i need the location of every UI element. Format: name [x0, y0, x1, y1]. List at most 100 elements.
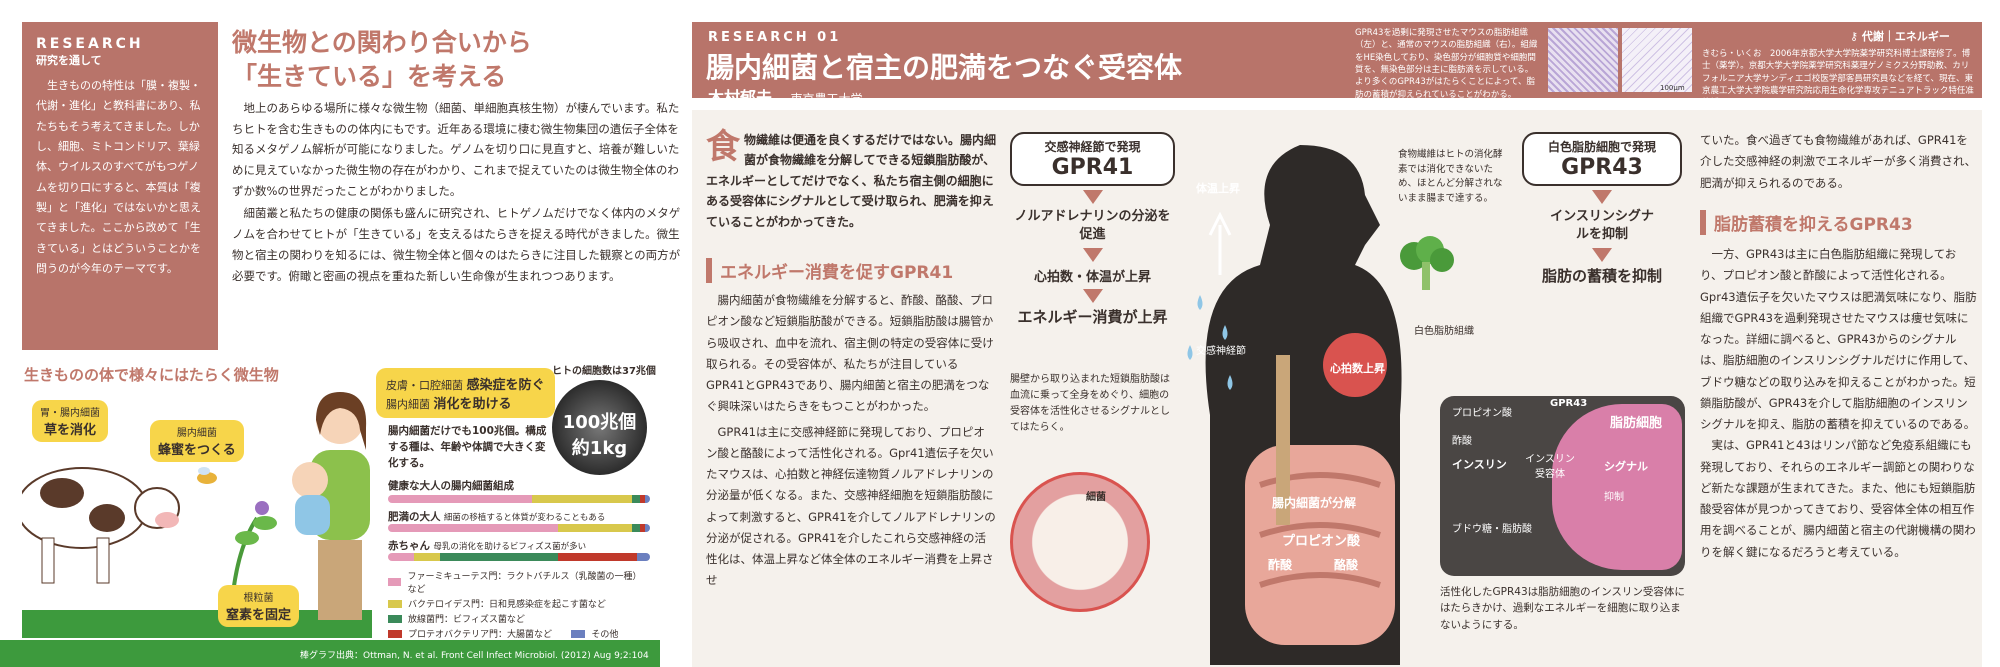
label-acetic: 酢酸: [1268, 558, 1293, 572]
arrow-down-icon: [1082, 190, 1103, 204]
legend-swatch: [388, 578, 402, 586]
label-prop: プロピオン酸: [1282, 534, 1361, 549]
bar-segment: [440, 553, 559, 561]
research-subtag: 研究を通して: [36, 54, 102, 67]
cow-shape: [16, 467, 148, 549]
label-decomp: 腸内細菌が分解: [1272, 496, 1357, 510]
bar-segment: [532, 495, 632, 503]
bubble-nitrogen: 根粒菌窒素を固定: [218, 585, 300, 627]
intestine-zoom: [1010, 472, 1150, 612]
section-heading-gpr41: エネルギー消費を促すGPR41: [706, 258, 953, 283]
dropcap: 食: [706, 127, 740, 167]
cell-fat-label: 脂肪細胞: [1610, 416, 1663, 431]
bar-segment: [414, 553, 441, 561]
heat-arrow-icon: [1208, 211, 1232, 275]
gpr43-box: 白色脂肪細胞で発現 GPR43: [1522, 132, 1682, 186]
author-affil: 東京農工大学: [790, 92, 863, 106]
blood-note: 腸壁から取り込まれた短鎖脂肪酸は血流に乗って全身をめぐり、細胞の受容体を活性化さ…: [1010, 374, 1170, 433]
arrow-down-icon: [1082, 248, 1103, 263]
col1-body: 腸内細菌が食物繊維を分解すると、酢酸、酪酸、プロピオン酸など短鎖脂肪酸ができる。…: [706, 293, 996, 588]
composition-chart: 健康な大人の腸内細菌組成 肥満の大人 細菌の移植すると体質が変わることもある 赤…: [388, 478, 650, 642]
research-tag: RESEARCH: [36, 36, 144, 52]
bacteria-count-badge: 100兆個 約1kg: [552, 380, 647, 475]
spine: [1276, 355, 1290, 525]
article-tag: RESEARCH 01: [708, 30, 842, 45]
bar-segment: [644, 495, 650, 503]
bubble-skin: 皮膚・口腔細菌 感染症を防ぐ 腸内細菌 消化を助ける: [376, 368, 555, 418]
key-icon: ⚷: [1850, 30, 1859, 43]
count-note: 腸内細菌だけでも100兆個。構成する種は、年齢や体調で大きく変化する。: [388, 425, 547, 469]
legend-swatch: [388, 629, 402, 638]
baby-title: 赤ちゃん: [388, 540, 430, 552]
gpr41-step3: エネルギー消費が上昇: [1017, 308, 1168, 327]
cell-inhibit: 抑制: [1604, 492, 1624, 503]
gpr41-step2: 心拍数・体温が上昇: [1033, 270, 1151, 286]
bar-obese: [388, 524, 650, 532]
bar-segment: [631, 495, 640, 503]
label-heart: 心拍数上昇: [1330, 362, 1385, 375]
bee-icon: [197, 467, 217, 484]
cell-receptor: インスリン受容体: [1525, 454, 1575, 480]
photo-caption: GPR43を過剰に発現させたマウスの脂肪組織（左）と、通常のマウスの脂肪組織（右…: [1355, 28, 1538, 100]
bar-segment: [558, 524, 632, 532]
bar-segment: [639, 524, 645, 532]
fat-cell: [1552, 404, 1682, 570]
microscope-photo-left: [1548, 28, 1618, 92]
section-heading-gpr43: 脂肪蓄積を抑えるGPR43: [1700, 210, 1913, 235]
label-butyric: 酪酸: [1334, 558, 1359, 572]
broccoli-icon: [1400, 236, 1454, 290]
lead: 食 物繊維は便通を良くするだけではない。腸内細菌が食物繊維を分解してできる短鎖脂…: [706, 127, 997, 229]
healthy-title: 健康な大人の腸内細菌組成: [388, 480, 514, 492]
page-title: 微生物との関わり合いから 「生きている」を考える: [232, 28, 532, 91]
label-bacteria: 細菌: [1086, 492, 1106, 503]
cell-glucose: ブドウ糖・脂肪酸: [1452, 524, 1532, 535]
bar-healthy: [388, 495, 650, 503]
bar-baby: [388, 553, 650, 561]
water-drops-icon: [1187, 295, 1233, 390]
microscope-photo-right: [1622, 28, 1692, 92]
article-title: 腸内細菌と宿主の肥満をつなぐ受容体: [706, 51, 1183, 84]
author-bio: きむら・いくお 2006年京都大学大学院薬学研究科博士課程修了。博士（薬学）。京…: [1702, 49, 1974, 109]
gpr43-flow: 白色脂肪細胞で発現 GPR43 インスリンシグナルを抑制 脂肪の蓄積を抑制: [1522, 132, 1682, 287]
label-fat: 白色脂肪組織: [1414, 326, 1474, 337]
article-header: [692, 22, 1982, 98]
bar-segment: [388, 495, 533, 503]
cell-caption: 活性化したGPR43は脂肪細胞のインスリン受容体にはたらきかけ、過剰なエネルギー…: [1440, 586, 1685, 631]
col3-body: 一方、GPR43は主に白色脂肪組織に発現しており、プロピオン酸と酢酸によって活性…: [1700, 247, 1977, 559]
bar-segment: [639, 495, 645, 503]
mother-baby-illustration: [292, 392, 370, 620]
research-sidebar: RESEARCH 研究を通して 生きものの特性は「膜・複製・代謝・進化」と教科書…: [22, 22, 218, 350]
baby-note: 母乳の消化を助けるビフィズス菌が多い: [433, 542, 587, 552]
legend-swatch: [571, 629, 586, 638]
author-line: 木村郁夫 東京農工大学: [708, 84, 862, 108]
bar-segment: [636, 553, 650, 561]
cell-acetic: 酢酸: [1452, 436, 1472, 447]
source-note: 棒グラフ出典：Ottman, N. et al. Front Cell Infe…: [300, 651, 649, 661]
bar-segment: [388, 524, 559, 532]
heart-icon: [1323, 333, 1387, 397]
arrow-down-icon: [1082, 289, 1103, 304]
author-name: 木村郁夫: [708, 88, 773, 107]
bar-segment: [388, 553, 415, 561]
body-paragraph: 細菌叢と私たちの健康の関係も盛んに研究され、ヒトゲノムだけでなく体内のメタゲノム…: [232, 206, 681, 283]
bubble-honey: 腸内細菌蜂蜜をつくる: [150, 420, 244, 462]
cell-signal: シグナル: [1604, 460, 1648, 473]
arrow-down-icon: [1592, 190, 1612, 204]
gpr41-step1: ノルアドレナリンの分泌を促進: [1014, 209, 1171, 243]
body-diagram: [1187, 145, 1402, 665]
cell-count-note: ヒトの細胞数は37兆個: [552, 366, 656, 377]
field-tag: ⚷ 代謝｜エネルギー: [1850, 30, 1950, 43]
label-temp: 体温上昇: [1196, 182, 1240, 195]
figure-title: 生きものの体で様々にはたらく微生物: [24, 366, 279, 384]
bubble-stomach: 胃・腸内細菌草を消化: [32, 400, 108, 442]
legend-swatch: [388, 614, 402, 623]
cell-gpr43: GPR43: [1550, 398, 1588, 409]
obese-title: 肥満の大人: [388, 511, 441, 523]
legend: ファーミキューテス門：ラクトバチルス（乳酸菌の一種）など バクテロイデス門：日和…: [388, 569, 650, 642]
scale-label: 100μm: [1660, 84, 1685, 92]
grass-strip: [0, 640, 660, 667]
illustration: [16, 388, 372, 638]
legend-swatch: [388, 599, 402, 608]
intro-text: 生きものの特性は「膜・複製・代謝・進化」と教科書にあり、私たちもそう考えてきまし…: [36, 79, 201, 276]
body-paragraph: 地上のあらゆる場所に様々な微生物（細菌、単細胞真核生物）が棲んでいます。私たちヒ…: [232, 101, 680, 198]
